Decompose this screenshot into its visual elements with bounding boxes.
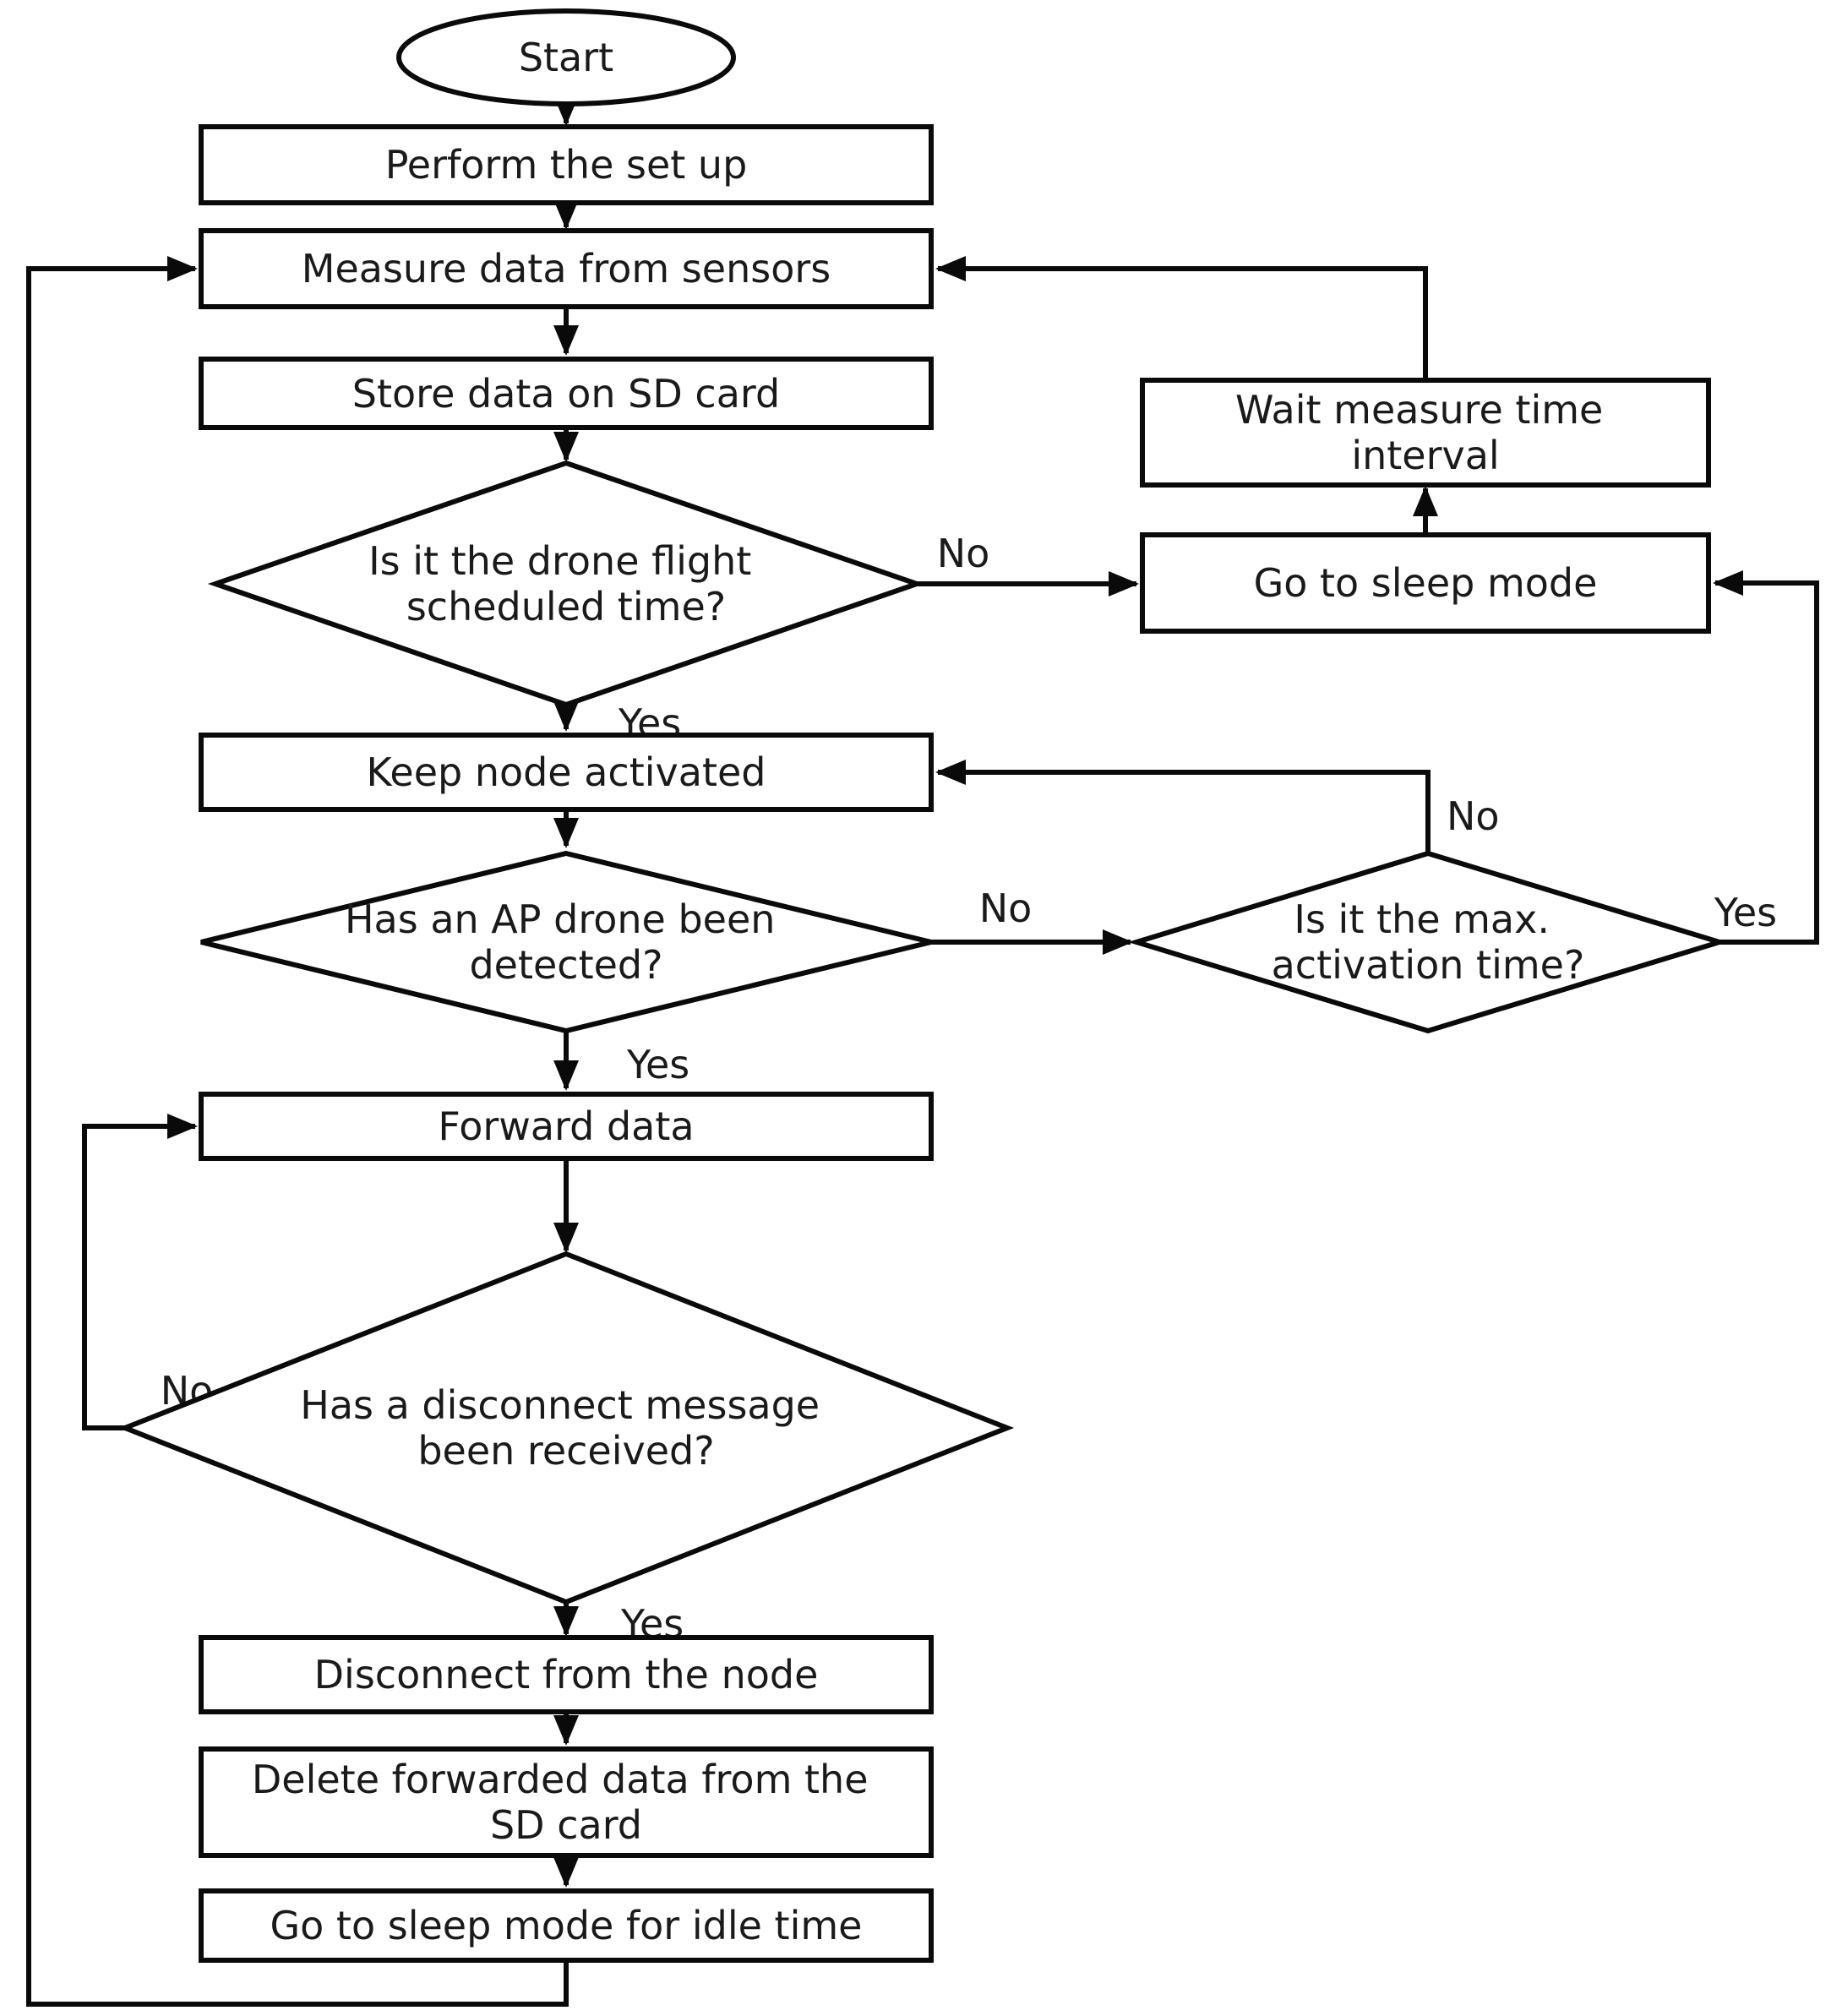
node-go-to-sleep-mode: Go to sleep mode bbox=[1140, 532, 1711, 634]
decision-ap-drone-detected: Has an AP drone been detected? bbox=[200, 850, 932, 1034]
forward-data-shape bbox=[199, 1092, 934, 1161]
edge-max-no-to-keep-node bbox=[935, 760, 1431, 853]
disconnect-message-label: Has a disconnect message been received? bbox=[300, 1382, 831, 1474]
start-terminator-shape bbox=[396, 8, 736, 106]
perform-setup-shape bbox=[199, 124, 934, 205]
label-flight-no: No bbox=[937, 531, 990, 576]
node-store-data: Store data on SD card bbox=[199, 357, 934, 430]
edge-wait-interval-to-measure-data bbox=[935, 256, 1428, 380]
perform-setup-label: Perform the set up bbox=[385, 142, 748, 188]
ap-drone-detected-shape bbox=[200, 850, 932, 1034]
label-max-no: No bbox=[1447, 793, 1500, 839]
label-ap-no: No bbox=[979, 885, 1033, 931]
drone-flight-time-shape bbox=[207, 460, 925, 708]
node-delete-forwarded-data: Delete forwarded data from the SD card bbox=[199, 1746, 934, 1858]
store-data-shape bbox=[199, 357, 934, 430]
max-activation-time-label: Is it the max. activation time? bbox=[1272, 896, 1585, 988]
forward-data-label: Forward data bbox=[438, 1103, 694, 1149]
disconnect-from-node-shape bbox=[199, 1635, 934, 1714]
node-disconnect-from-node: Disconnect from the node bbox=[199, 1635, 934, 1714]
store-data-label: Store data on SD card bbox=[352, 371, 780, 417]
disconnect-message-shape bbox=[117, 1250, 1015, 1605]
node-perform-setup: Perform the set up bbox=[199, 124, 934, 205]
wait-measure-interval-label: Wait measure time interval bbox=[1235, 387, 1616, 478]
start-label: Start bbox=[519, 35, 613, 80]
edge-sleep-idle-loop-to-measure-data bbox=[26, 256, 569, 2007]
sleep-idle-shape bbox=[199, 1888, 934, 1963]
drone-flight-time-label: Is it the drone flight scheduled time? bbox=[368, 538, 764, 629]
go-to-sleep-mode-shape bbox=[1140, 532, 1711, 634]
edge-disconnect-no-to-forward-data bbox=[82, 1114, 198, 1430]
sleep-idle-label: Go to sleep mode for idle time bbox=[270, 1903, 863, 1948]
ap-drone-detected-label: Has an AP drone been detected? bbox=[345, 896, 787, 988]
edges bbox=[26, 95, 1819, 2007]
go-to-sleep-mode-label: Go to sleep mode bbox=[1254, 560, 1598, 606]
node-wait-measure-interval: Wait measure time interval bbox=[1140, 378, 1711, 488]
max-activation-time-shape bbox=[1127, 850, 1729, 1034]
node-start: Start bbox=[396, 8, 736, 106]
node-forward-data: Forward data bbox=[199, 1092, 934, 1161]
keep-node-activated-shape bbox=[199, 733, 934, 812]
delete-forwarded-data-shape bbox=[199, 1746, 934, 1858]
label-ap-yes: Yes bbox=[626, 1042, 689, 1087]
keep-node-activated-label: Keep node activated bbox=[367, 749, 766, 795]
decision-max-activation-time: Is it the max. activation time? bbox=[1127, 850, 1729, 1034]
measure-data-label: Measure data from sensors bbox=[302, 246, 831, 292]
wait-measure-interval-shape bbox=[1140, 378, 1711, 488]
node-keep-node-activated: Keep node activated bbox=[199, 733, 934, 812]
decision-drone-flight-time: Is it the drone flight scheduled time? bbox=[207, 460, 925, 708]
label-max-yes: Yes bbox=[1714, 890, 1777, 935]
edge-max-yes-to-go-sleep-mode bbox=[1713, 570, 1819, 945]
measure-data-shape bbox=[199, 228, 934, 309]
node-sleep-idle: Go to sleep mode for idle time bbox=[199, 1888, 934, 1963]
disconnect-from-node-label: Disconnect from the node bbox=[314, 1652, 819, 1697]
node-measure-data: Measure data from sensors bbox=[199, 228, 934, 309]
decision-disconnect-message: Has a disconnect message been received? bbox=[117, 1250, 1015, 1605]
delete-forwarded-data-label: Delete forwarded data from the SD card bbox=[252, 1757, 880, 1848]
